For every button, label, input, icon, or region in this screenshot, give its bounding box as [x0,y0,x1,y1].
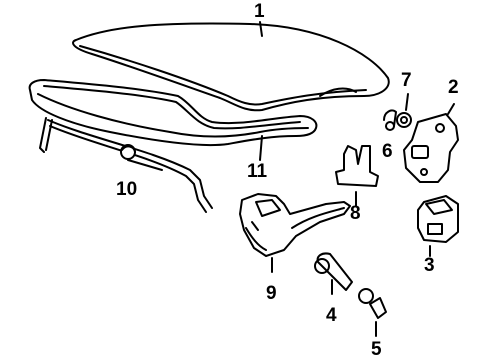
callout-5: 5 [371,339,382,360]
callout-11: 11 [247,161,268,182]
callout-7: 7 [401,70,412,91]
hinge-assembly [239,193,351,273]
callout-9: 9 [266,283,277,304]
callout-2: 2 [448,77,459,98]
lock-cap [358,288,387,337]
lock-rod [39,117,213,213]
callout-3: 3 [424,255,435,276]
callout-10: 10 [116,179,138,200]
lock-cylinder [314,252,353,295]
weatherstrip-seal [28,79,318,147]
striker-bracket [335,145,379,207]
latch [403,103,459,183]
trunk-lid [72,21,390,112]
bolt-and-nut [383,93,412,131]
callout-1: 1 [254,1,265,22]
callout-6: 6 [382,141,393,162]
leader-10 [127,159,163,171]
callout-4: 4 [326,305,337,326]
latch-actuator [417,195,459,257]
callout-8: 8 [350,203,361,224]
leader-11 [259,135,263,161]
